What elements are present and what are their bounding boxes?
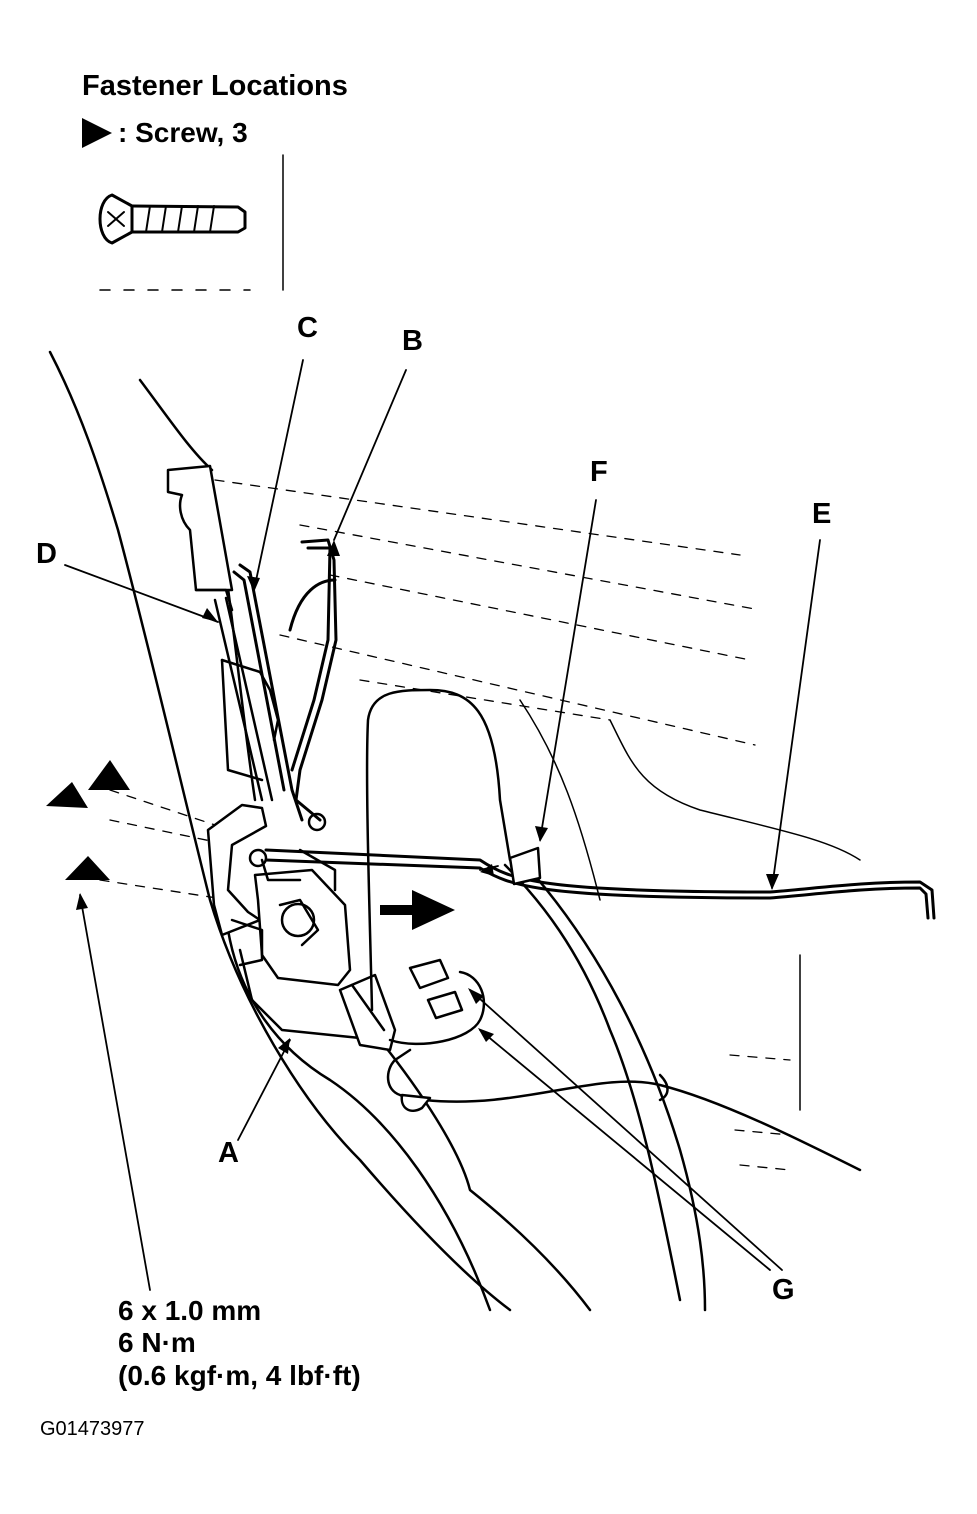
diagram-title: Fastener Locations (82, 70, 348, 102)
torque-spec: 6 N·m (118, 1327, 196, 1358)
connector-plug (400, 846, 542, 1112)
callout-e: E (812, 498, 832, 530)
callout-f: F (590, 456, 608, 488)
leader-lines (64, 359, 821, 1291)
fastener-legend: : Screw, 3 (82, 117, 248, 149)
screw-icon (98, 193, 247, 245)
callout-d: D (36, 538, 57, 570)
leader-arrowheads (76, 540, 779, 1054)
triangle-marker-icon (82, 118, 112, 148)
callout-g: G (772, 1274, 795, 1306)
inside-handle (166, 464, 280, 802)
callout-a: A (218, 1137, 239, 1169)
callout-c: C (297, 312, 318, 344)
direction-arrow-icon (380, 890, 455, 930)
figure-id: G01473977 (40, 1418, 145, 1440)
torque-alt-spec: (0.6 kgf·m, 4 lbf·ft) (118, 1360, 361, 1391)
screw-marker-icon (46, 760, 130, 880)
rods (232, 538, 936, 920)
callout-b: B (402, 325, 423, 357)
wiring-harness (365, 688, 862, 1302)
legend-label: : Screw, 3 (118, 117, 248, 148)
door-latch-assembly (206, 803, 397, 1052)
screw-size-spec: 6 x 1.0 mm (118, 1295, 262, 1326)
hidden-lines (99, 479, 791, 1171)
door-panel (48, 350, 861, 1312)
